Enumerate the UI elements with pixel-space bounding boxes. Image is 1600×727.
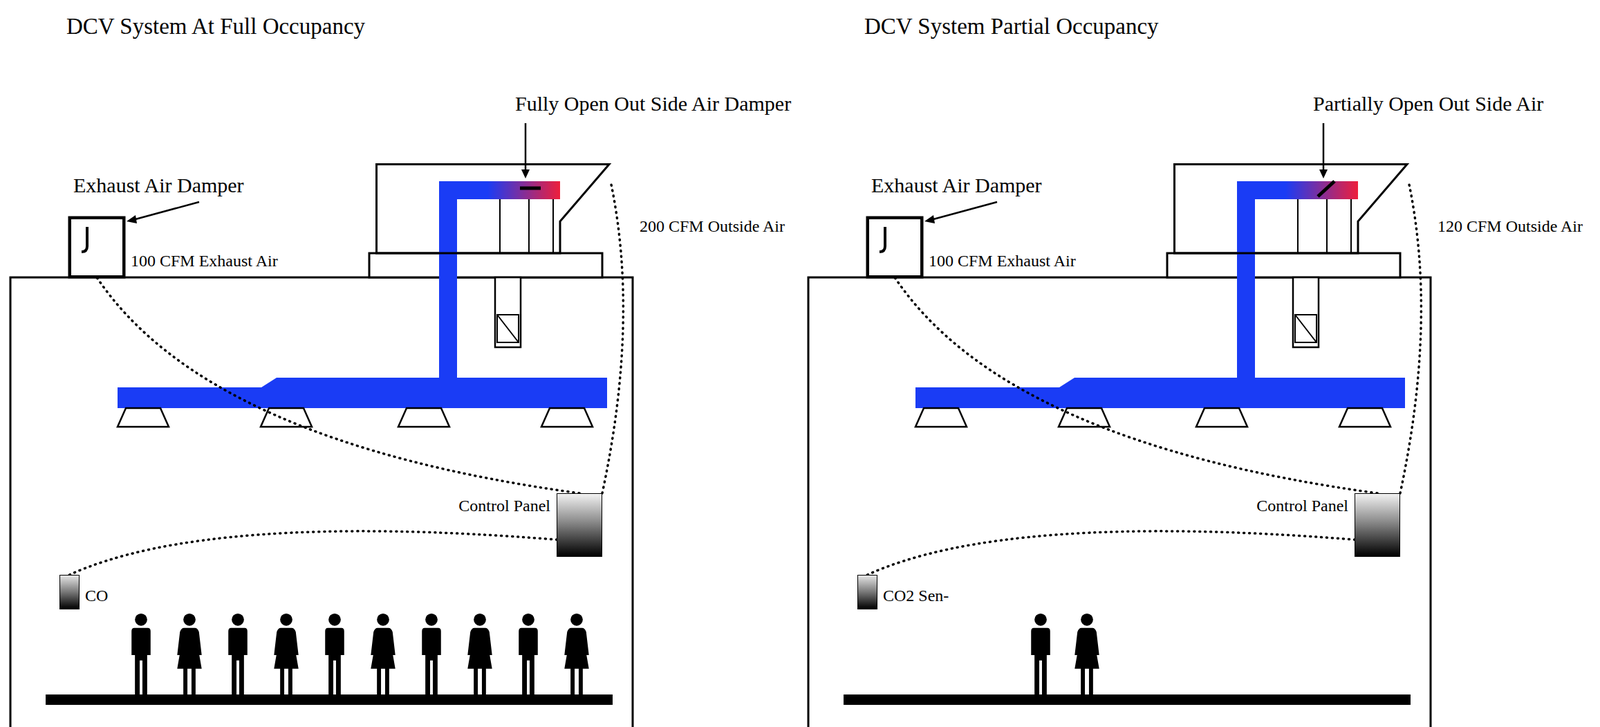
callout-label: Fully Open Out Side Air Damper: [515, 91, 792, 117]
building-plant: [10, 123, 633, 727]
device-label: Control Panel: [1256, 496, 1349, 516]
partial-damper-blade: [1317, 181, 1335, 197]
occupant: [177, 613, 202, 695]
occupant: [421, 613, 442, 695]
control-panel: Control Panel: [1354, 492, 1401, 557]
control-signal-line: [69, 531, 558, 575]
co2-sensor: CO: [59, 574, 80, 610]
panel-heading: DCV System Partial Occupancy: [864, 13, 1159, 41]
occupant: [370, 613, 395, 695]
occupant: [131, 613, 151, 695]
control-signal-line: [1400, 181, 1421, 493]
airflow-label: 100 CFM Exhaust Air: [928, 251, 1076, 272]
co2-sensor: CO2 Sen-: [857, 574, 878, 610]
occupant: [1074, 613, 1099, 695]
panel-heading: DCV System At Full Occupancy: [66, 13, 366, 41]
hood-outline: [1173, 163, 1409, 254]
control-signal-line: [96, 277, 580, 493]
control-signal-line: [894, 277, 1378, 493]
outside-air-hood: Fully Open Out Side Air Damper: [375, 163, 611, 254]
airflow-label: 100 CFM Exhaust Air: [130, 251, 278, 272]
occupant: [228, 613, 248, 695]
airflow-label: 120 CFM Outside Air: [1437, 217, 1583, 237]
control-signal-line: [867, 531, 1356, 575]
device-label: Control Panel: [458, 496, 551, 516]
outside-air-hood: Partially Open Out Side Air: [1173, 163, 1409, 254]
device-label: CO: [85, 586, 108, 606]
control-panel: Control Panel: [556, 492, 603, 557]
exhaust-damper-box: Exhaust Air Damper: [867, 217, 923, 278]
device-label: CO2 Sen-: [882, 586, 949, 606]
occupant: [1030, 613, 1051, 695]
airflow-label: 200 CFM Outside Air: [639, 217, 785, 237]
callout-label: Exhaust Air Damper: [73, 173, 245, 198]
callout-label: Exhaust Air Damper: [871, 173, 1043, 198]
open-damper-blade: [519, 186, 541, 191]
occupant: [324, 613, 345, 695]
occupant: [467, 613, 492, 695]
callout-label: Partially Open Out Side Air: [1313, 91, 1544, 117]
occupant: [518, 613, 538, 695]
occupant: [273, 613, 299, 695]
exhaust-damper-box: Exhaust Air Damper: [69, 217, 125, 278]
occupant: [564, 613, 589, 695]
building-plant: [808, 123, 1431, 727]
hood-outline: [375, 163, 611, 254]
control-signal-line: [602, 181, 623, 493]
